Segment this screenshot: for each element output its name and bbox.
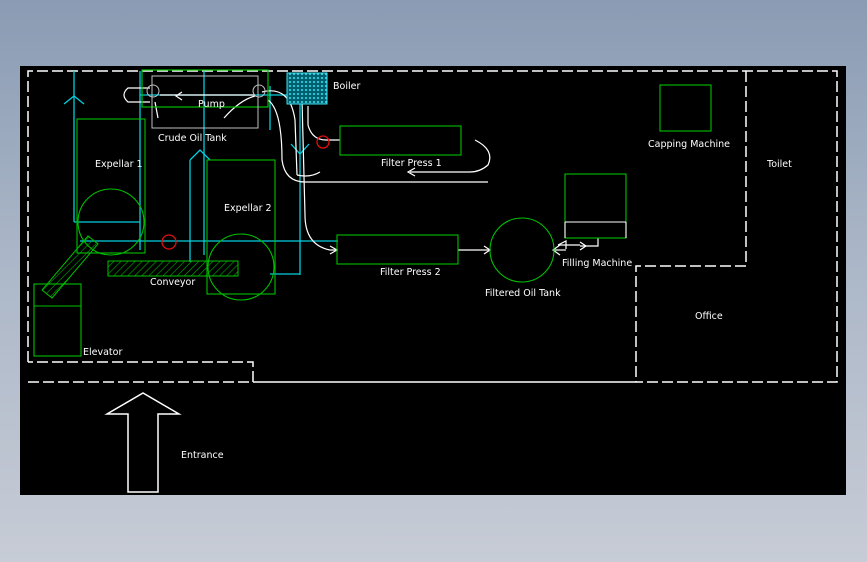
- boiler[interactable]: [286, 72, 328, 105]
- label-filter-press-1: Filter Press 1: [381, 158, 442, 169]
- plant-layout: Boiler Pump Crude Oil Tank Expellar 1 Ex…: [27, 69, 838, 493]
- label-filtered-oil-tank: Filtered Oil Tank: [485, 288, 561, 299]
- expellar-1[interactable]: [76, 118, 146, 256]
- label-expellar-2: Expellar 2: [224, 203, 272, 214]
- label-pump: Pump: [198, 99, 225, 110]
- filter-press-1[interactable]: [339, 125, 462, 156]
- building-walls: [27, 70, 838, 383]
- valve-1-icon[interactable]: [316, 135, 330, 149]
- label-toilet: Toilet: [766, 159, 792, 170]
- filtered-oil-tank[interactable]: [489, 217, 555, 283]
- label-filter-press-2: Filter Press 2: [380, 267, 441, 278]
- label-conveyor: Conveyor: [150, 277, 195, 288]
- crude-oil-tank[interactable]: [141, 69, 269, 129]
- label-boiler: Boiler: [333, 81, 360, 92]
- label-capping-machine: Capping Machine: [648, 139, 730, 150]
- entrance-arrow: [104, 392, 182, 493]
- label-expellar-1: Expellar 1: [95, 159, 143, 170]
- pump[interactable]: [146, 84, 266, 98]
- pipes: [63, 71, 338, 275]
- filling-machine[interactable]: [564, 173, 627, 239]
- valve-2-icon[interactable]: [161, 234, 177, 250]
- label-filling-machine: Filling Machine: [562, 258, 632, 269]
- label-office: Office: [695, 311, 723, 322]
- label-entrance: Entrance: [181, 450, 224, 461]
- capping-machine[interactable]: [659, 84, 712, 132]
- elevator[interactable]: [33, 235, 99, 357]
- expellar-2[interactable]: [206, 159, 276, 301]
- label-crude-oil-tank: Crude Oil Tank: [158, 133, 227, 144]
- drawing-canvas: Boiler Pump Crude Oil Tank Expellar 1 Ex…: [20, 66, 846, 495]
- conveyor[interactable]: [107, 260, 239, 277]
- label-elevator: Elevator: [83, 347, 122, 358]
- flow-lines: [123, 87, 599, 256]
- filter-press-2[interactable]: [336, 234, 459, 265]
